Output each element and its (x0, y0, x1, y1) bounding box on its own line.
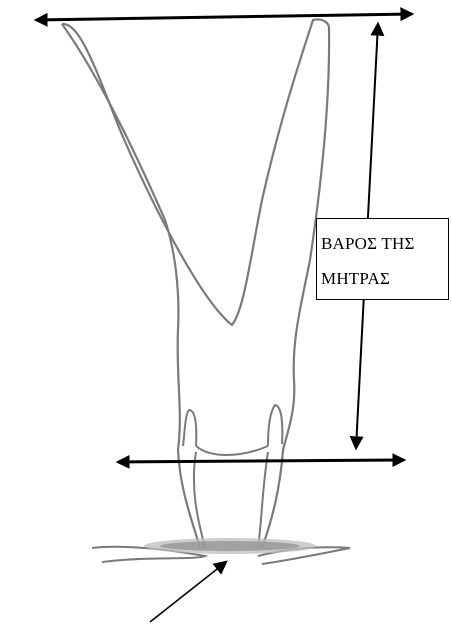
depth-label-line-1: ΒΑΡΟΣ ΤΗΣ (321, 234, 415, 254)
top-width-arrow (36, 14, 412, 20)
right-inner-horn (268, 405, 282, 446)
pointer-arrow (150, 562, 226, 622)
inner-connector (196, 446, 268, 455)
lower-width-arrow (118, 460, 404, 462)
left-inner-horn (183, 410, 196, 446)
depth-label-box: ΒΑΡΟΣ ΤΗΣ ΜΗΤΡΑΣ (316, 218, 449, 300)
shaded-region (144, 538, 316, 554)
uterus-outline (62, 19, 329, 548)
depth-label-line-2: ΜΗΤΡΑΣ (321, 269, 390, 289)
